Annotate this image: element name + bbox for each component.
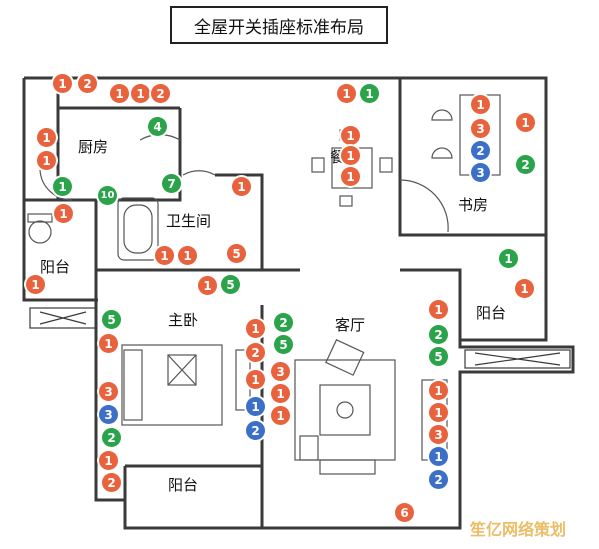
socket-marker: 5 (102, 310, 121, 329)
socket-marker: 2 (102, 428, 121, 447)
wall (398, 78, 546, 237)
socket-marker: 1 (429, 447, 448, 466)
socket-marker: 2 (429, 470, 448, 489)
sofa (294, 359, 396, 461)
room-label-balcony-right: 阳台 (476, 304, 507, 322)
socket-marker: 1 (471, 95, 490, 114)
wall (215, 173, 264, 270)
socket-marker: 1 (271, 384, 290, 403)
socket-marker: 2 (246, 421, 265, 440)
socket-marker: 1 (341, 146, 360, 165)
socket-marker: 1 (131, 84, 150, 103)
socket-marker: 3 (429, 425, 448, 444)
socket-marker: 2 (471, 141, 490, 160)
outer-wall (24, 76, 575, 530)
socket-marker: 1 (271, 406, 290, 425)
socket-marker: 1 (110, 84, 129, 103)
watermark: 笙亿网络策划 (470, 520, 567, 539)
socket-marker: 1 (429, 403, 448, 422)
socket-marker: 2 (151, 84, 170, 103)
room-label-master-bedroom: 主卧 (168, 311, 199, 329)
socket-marker: 1 (37, 128, 56, 147)
socket-marker: 1 (53, 177, 72, 196)
socket-marker: 1 (26, 275, 45, 294)
socket-marker: 1 (54, 204, 73, 223)
socket-marker: 1 (53, 74, 72, 93)
socket-marker: 1 (429, 300, 448, 319)
socket-marker: 1 (246, 397, 265, 416)
socket-marker: 1 (341, 126, 360, 145)
socket-marker: 2 (78, 74, 97, 93)
socket-marker: 1 (515, 279, 534, 298)
socket-marker: 7 (162, 174, 181, 193)
socket-marker: 5 (429, 347, 448, 366)
socket-marker: 1 (360, 84, 379, 103)
socket-marker: 1 (246, 370, 265, 389)
outer-wall (22, 78, 98, 302)
socket-marker: 1 (37, 151, 56, 170)
socket-marker: 1 (499, 249, 518, 268)
page-title: 全屋开关插座标准布局 (170, 6, 388, 44)
socket-marker: 1 (246, 319, 265, 338)
socket-marker: 3 (471, 163, 490, 182)
socket-marker: 3 (271, 362, 290, 381)
wall (94, 268, 262, 502)
socket-marker: 1 (198, 276, 217, 295)
socket-marker: 10 (98, 186, 117, 205)
socket-marker: 1 (429, 381, 448, 400)
socket-marker: 1 (99, 334, 118, 353)
bathtub (117, 197, 159, 261)
socket-marker: 1 (155, 246, 174, 265)
socket-marker: 2 (516, 155, 535, 174)
socket-marker: 1 (341, 167, 360, 186)
socket-marker: 4 (148, 117, 167, 136)
room-label-study: 书房 (458, 196, 489, 214)
socket-marker: 5 (221, 275, 240, 294)
socket-marker: 2 (102, 473, 121, 492)
socket-marker: 1 (337, 84, 356, 103)
socket-marker: 2 (274, 313, 293, 332)
wall (400, 268, 462, 340)
room-label-balcony-left: 阳台 (40, 258, 71, 276)
toilet (28, 220, 52, 244)
room-label-kitchen: 厨房 (78, 138, 109, 156)
socket-marker: 3 (99, 405, 118, 424)
socket-marker: 5 (227, 244, 246, 263)
socket-marker: 1 (232, 177, 251, 196)
socket-marker: 1 (516, 113, 535, 132)
socket-marker: 5 (274, 335, 293, 354)
socket-marker: 3 (99, 382, 118, 401)
wall (96, 108, 182, 202)
socket-marker: 1 (178, 246, 197, 265)
socket-marker: 6 (395, 503, 414, 522)
socket-marker: 2 (429, 325, 448, 344)
bed (121, 344, 223, 426)
room-label-bathroom: 卫生间 (166, 212, 212, 230)
socket-marker: 1 (99, 451, 118, 470)
socket-marker: 3 (471, 119, 490, 138)
socket-marker: 2 (246, 343, 265, 362)
room-label-living-room: 客厅 (335, 316, 366, 334)
room-label-balcony-bottom: 阳台 (168, 476, 199, 494)
